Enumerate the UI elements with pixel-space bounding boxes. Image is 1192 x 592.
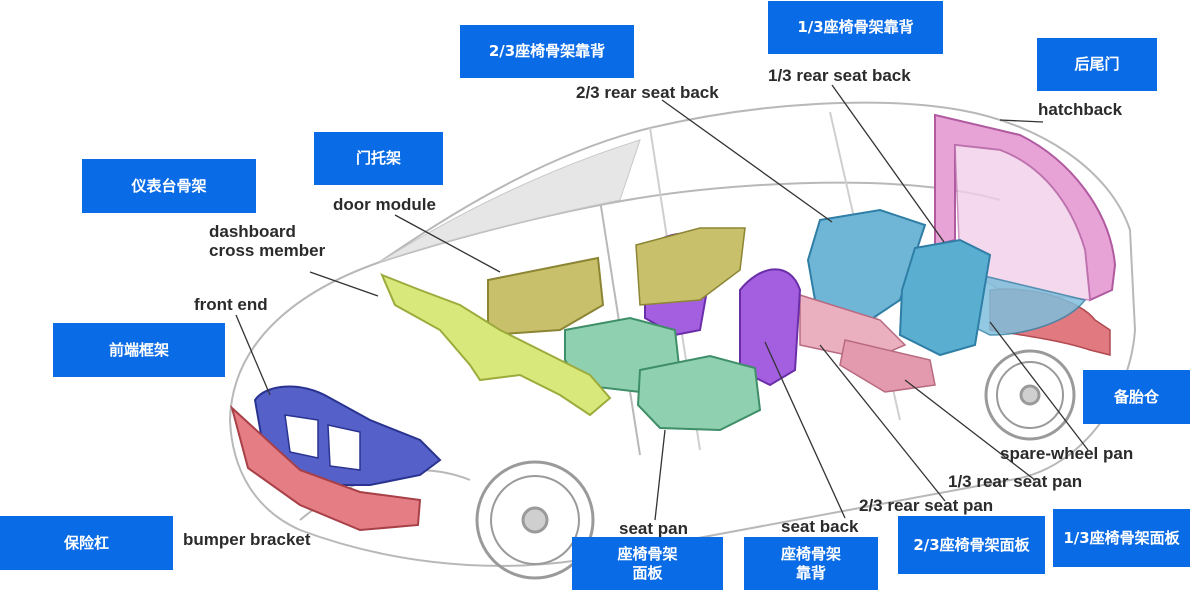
label-bumper-bracket: bumper bracket [183, 530, 311, 549]
windshield-glass [379, 139, 641, 263]
seat-back-part-rear [739, 268, 802, 387]
rear-door-module-part [635, 227, 746, 306]
label-rear-seat-pan-13: 1/3 rear seat pan [948, 472, 1083, 491]
seat-pan-part-rear [636, 354, 762, 432]
cn-label-front-end: 前端框架 [53, 323, 225, 377]
label-dashboard-cross-member: dashboard cross member [209, 222, 326, 260]
label-rear-seat-pan-23: 2/3 rear seat pan [859, 496, 994, 515]
label-hatchback: hatchback [1038, 100, 1123, 119]
cn-label-rear-seat-back-13: 1/3座椅骨架靠背 [768, 1, 943, 54]
leader-lines [235, 84, 1089, 521]
cn-label-rear-seat-back-23: 2/3座椅骨架靠背 [460, 25, 634, 78]
front-end-openings [284, 414, 361, 471]
cn-label-spare-wheel: 备胎仓 [1083, 370, 1190, 424]
cn-label-door-module: 门托架 [314, 132, 443, 185]
label-spare-wheel-pan: spare-wheel pan [1000, 444, 1134, 463]
label-seat-pan: seat pan [619, 519, 688, 538]
dashboard-cross-member-part [380, 273, 612, 417]
rear-wheel [984, 349, 1076, 441]
rear-seat-back-23-part [806, 208, 927, 322]
spare-wheel-tray [959, 274, 1087, 336]
cn-label-hatchback: 后尾门 [1037, 38, 1157, 91]
cn-label-rear-seat-pan-13: 1/3座椅骨架面板 [1053, 509, 1190, 567]
label-door-module: door module [333, 195, 436, 214]
cn-label-seat-pan: 座椅骨架 面板 [572, 537, 723, 590]
bumper-bracket-part [230, 404, 422, 532]
rear-seat-back-13-part [898, 238, 992, 357]
label-seat-back: seat back [781, 517, 859, 536]
label-rear-seat-back-13: 1/3 rear seat back [768, 66, 911, 85]
cn-label-rear-seat-pan-23: 2/3座椅骨架面板 [898, 516, 1045, 574]
label-rear-seat-back-23: 2/3 rear seat back [576, 83, 719, 102]
door-module-part [487, 256, 605, 337]
cn-label-seat-back: 座椅骨架 靠背 [744, 537, 878, 590]
cn-label-dashboard: 仪表台骨架 [82, 159, 256, 213]
rear-seat-pan-13-part [839, 339, 936, 393]
cn-label-bumper: 保险杠 [0, 516, 173, 570]
front-wheel [475, 460, 595, 580]
label-front-end: front end [194, 295, 268, 314]
